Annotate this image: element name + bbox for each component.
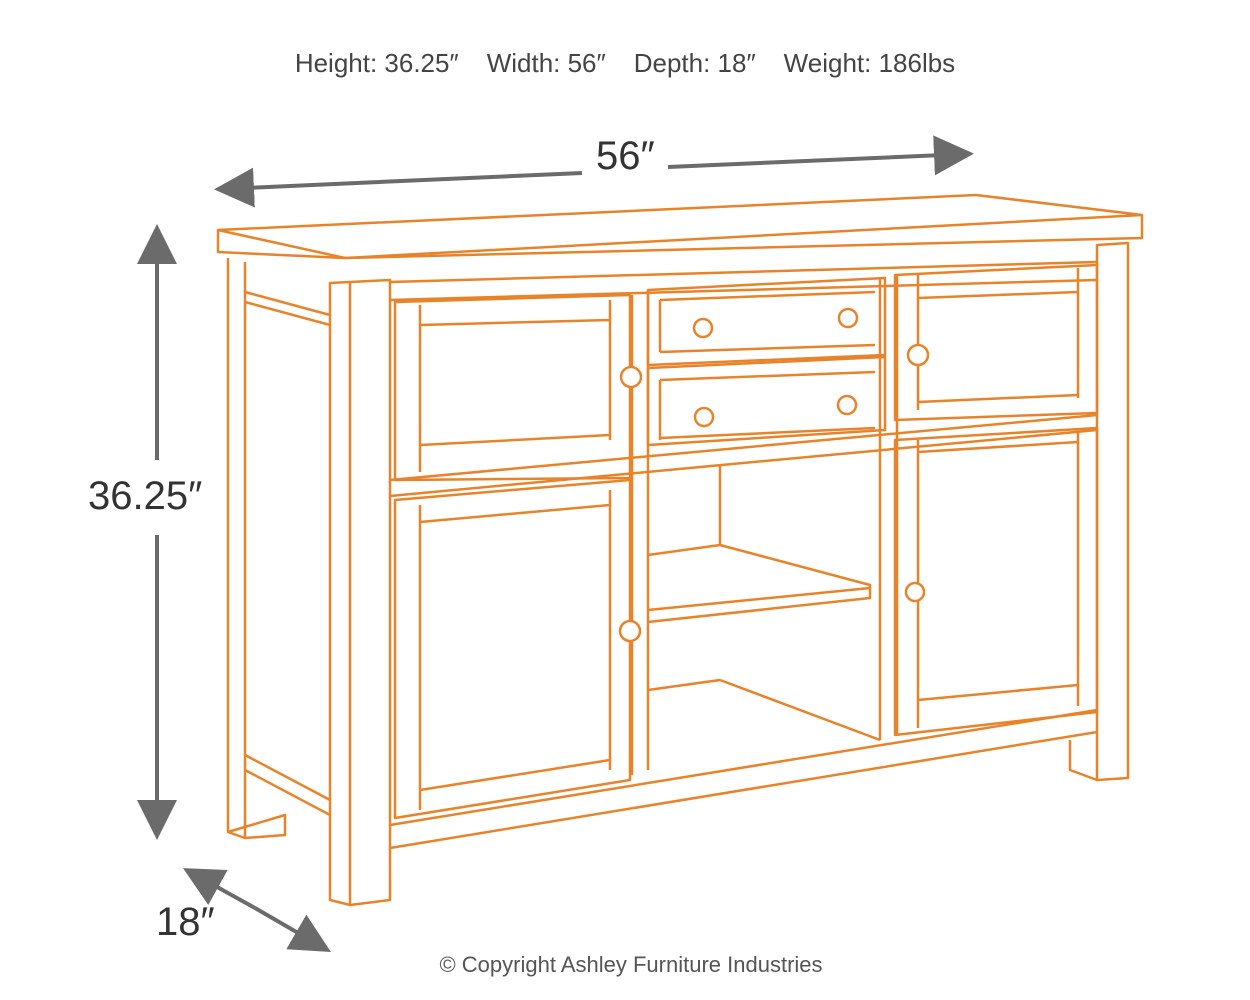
- spec-height: Height: 36.25″: [294, 48, 459, 78]
- spec-line: Height: 36.25″ Width: 56″ Depth: 18″ Weight…: [0, 48, 1250, 79]
- width-arrow-icon: [214, 135, 974, 208]
- copyright-text: © Copyright Ashley Furniture Industries: [439, 952, 823, 977]
- spec-depth: Depth: 18″: [633, 48, 756, 78]
- spec-weight: Weight: 186lbs: [783, 48, 956, 78]
- spec-width: Width: 56″: [486, 48, 606, 78]
- depth-dimension-label: 18″: [156, 900, 215, 944]
- height-dimension-label: 36.25″: [88, 474, 203, 518]
- width-dimension-label: 56″: [596, 134, 655, 178]
- depth-arrow-icon: [183, 868, 331, 953]
